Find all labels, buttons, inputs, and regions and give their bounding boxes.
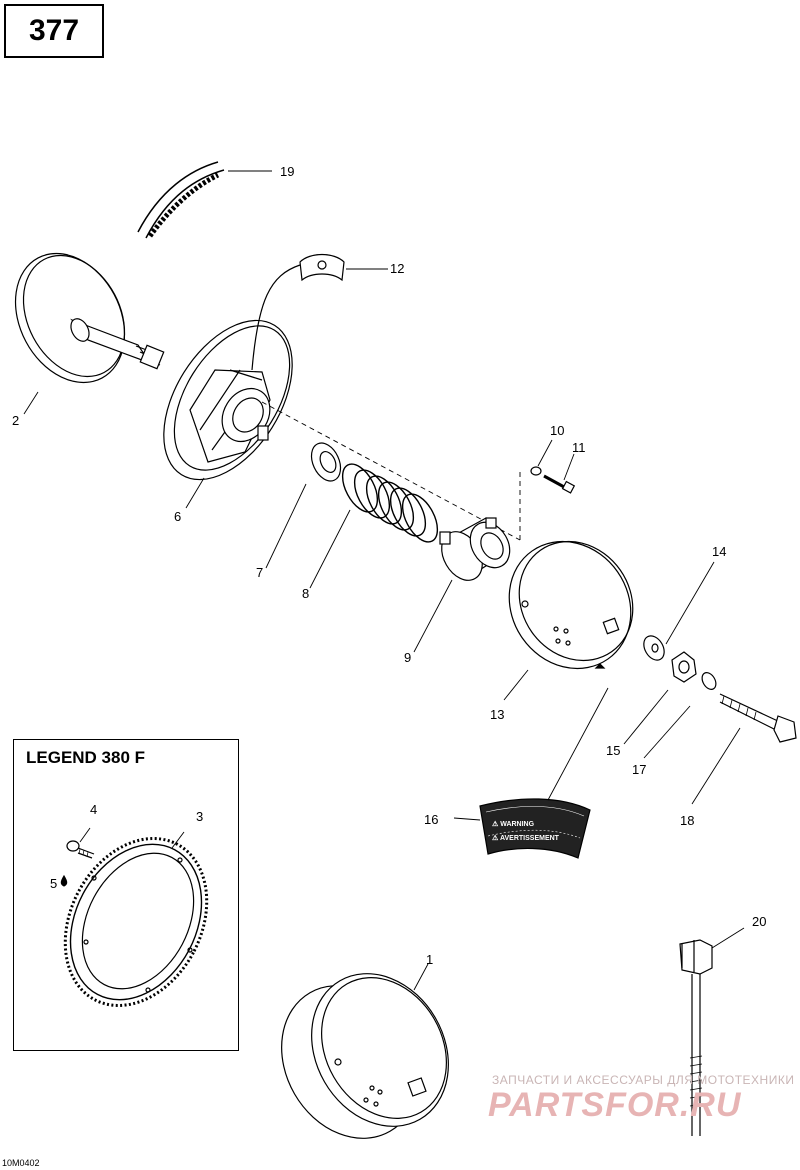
callout-7[interactable]: 7 <box>256 565 264 580</box>
washer-small-part <box>530 466 542 476</box>
callout-3[interactable]: 3 <box>196 809 204 824</box>
fixed-sheave-part <box>14 252 165 384</box>
callout-11[interactable]: 11 <box>572 440 586 455</box>
alternate-cover-part <box>281 963 449 1139</box>
threadlocker-drop-icon <box>60 874 68 887</box>
leader-lines <box>23 170 741 821</box>
bolt-part <box>719 693 797 743</box>
callout-13[interactable]: 13 <box>490 707 505 722</box>
callout-12[interactable]: 12 <box>390 261 405 276</box>
page-number: 377 <box>28 14 80 47</box>
callout-5[interactable]: 5 <box>50 876 58 891</box>
callout-16[interactable]: 16 <box>424 812 439 827</box>
legend-screw-part <box>66 827 95 859</box>
watermark-tagline: ЗАПЧАСТИ И АКСЕССУАРЫ ДЛЯ МОТОТЕХНИКИ <box>492 1073 795 1087</box>
callout-20[interactable]: 20 <box>752 914 767 929</box>
callout-6[interactable]: 6 <box>174 509 182 524</box>
governor-cover-part <box>508 540 634 670</box>
callout-16-17[interactable]: 17 <box>632 762 647 777</box>
callout-1[interactable]: 1 <box>426 952 434 967</box>
decal-avertissement-text: ⚠ AVERTISSEMENT <box>492 834 560 842</box>
warning-decal-part <box>479 798 591 859</box>
callout-18[interactable]: 18 <box>680 813 695 828</box>
legend-title: LEGEND 380 F <box>26 748 146 767</box>
ring-gear-part <box>63 831 209 1007</box>
slider-shoe-part <box>251 253 345 371</box>
spring-part <box>341 463 439 543</box>
callout-4[interactable]: 4 <box>90 802 98 817</box>
callout-10[interactable]: 10 <box>550 423 565 438</box>
spring-seat-part <box>310 442 342 482</box>
decal-warning-text: ⚠ WARNING <box>492 820 535 828</box>
callout-8[interactable]: 8 <box>302 586 310 601</box>
legend-box <box>13 739 239 1051</box>
page-number-box <box>4 4 104 58</box>
callout-14[interactable]: 14 <box>712 544 727 559</box>
washer-part <box>643 635 665 661</box>
watermark-logo: PARTSFOR.RU <box>488 1086 742 1124</box>
drive-belt-part <box>137 161 225 239</box>
callout-2[interactable]: 2 <box>12 413 20 428</box>
screw-small-part <box>543 474 576 494</box>
movable-sheave-part <box>163 319 293 481</box>
spider-part <box>439 517 511 581</box>
drawing-code: 10M0402 <box>2 1158 40 1168</box>
lock-washer-part <box>701 672 717 690</box>
callout-9[interactable]: 9 <box>404 650 412 665</box>
puller-bolt-part <box>679 927 745 1136</box>
callout-15[interactable]: 15 <box>606 743 621 758</box>
callout-19[interactable]: 19 <box>280 164 295 179</box>
nut-part <box>671 651 697 683</box>
